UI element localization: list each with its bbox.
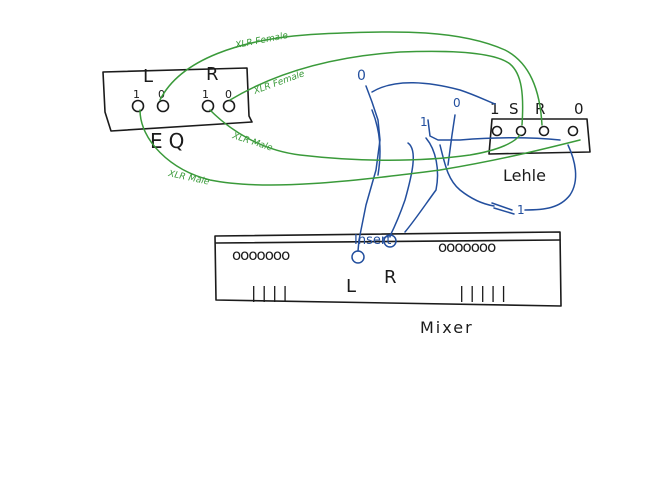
insert-cable-right-split xyxy=(404,137,439,233)
lehle-port-label-1: 1 xyxy=(490,100,500,118)
lehle-jack-r xyxy=(538,125,550,137)
lehle-port-label-0: 0 xyxy=(574,100,584,118)
eq-channel-left-label: L xyxy=(143,66,153,87)
mixer-insert-right-label: R xyxy=(384,267,397,288)
eq-left-input-jack xyxy=(131,99,145,113)
mixer-label: Mixer xyxy=(420,318,474,337)
plug-top-0-label: 0 xyxy=(357,68,366,84)
mixer-faders-left: | | | | xyxy=(251,283,288,302)
lehle-out-plug xyxy=(491,202,515,215)
lehle-out-cable xyxy=(524,144,577,211)
lehle-jack-1 xyxy=(491,125,503,137)
eq-left-port-0-label: 0 xyxy=(158,88,165,101)
xlr-female-top-label: XLR Female xyxy=(234,31,290,51)
insert-cables: 0 1 0 1 xyxy=(357,68,577,252)
xlr-male-low-cable xyxy=(139,109,581,186)
eq-channel-right-label: R xyxy=(206,64,219,85)
mixer-box xyxy=(214,231,562,307)
insert-cable-to-lehle-1 xyxy=(371,82,496,105)
lehle-jack-s xyxy=(515,125,527,137)
eq-left-output-jack xyxy=(156,99,170,113)
mixer-faders-right: | | | | | xyxy=(459,283,506,302)
eq-left-port-1-label: 1 xyxy=(133,88,140,101)
lehle-label: Lehle xyxy=(503,166,546,185)
xlr-female-mid-label: XLR Female xyxy=(252,69,307,97)
mixer-knobs-right: ooooooo xyxy=(438,238,496,256)
xlr-male-mid-cable xyxy=(209,109,521,161)
xlr-male-mid-label: XLR Male xyxy=(230,131,274,154)
mixer-knobs-left: ooooooo xyxy=(232,246,290,264)
insert-cable-left xyxy=(357,85,381,252)
mixer-insert-label: Insert xyxy=(354,233,391,248)
insert-cable-mid xyxy=(439,144,495,207)
eq-right-output-jack xyxy=(222,99,236,113)
insert-cable-plug-1 xyxy=(427,119,561,141)
eq-right-port-1-label: 1 xyxy=(202,88,209,101)
lehle-output-1-label: 1 xyxy=(517,203,525,217)
mixer-insert-left-jack xyxy=(351,250,365,264)
blue-plug-1-label: 1 xyxy=(420,115,428,129)
lehle-jack-0 xyxy=(567,125,579,137)
lehle-unit: 1 S R 0 Lehle xyxy=(488,100,591,185)
eq-box xyxy=(102,67,253,132)
mixer-inner-line xyxy=(215,239,561,244)
blue-plug-0-label: 0 xyxy=(453,96,461,110)
insert-cable-left-return xyxy=(371,109,381,176)
xlr-female-top-cable xyxy=(159,31,543,126)
insert-cable-right xyxy=(389,142,415,237)
eq-right-input-jack xyxy=(201,99,215,113)
xlr-female-mid-cable xyxy=(229,50,524,126)
mixer-insert-left-label: L xyxy=(346,276,356,297)
lehle-box xyxy=(488,118,591,155)
eq-unit: L R 1 0 1 0 EQ xyxy=(102,64,253,153)
eq-right-port-0-label: 0 xyxy=(225,88,232,101)
mixer-unit: ooooooo ooooooo | | | | | | | | | Insert… xyxy=(214,231,562,337)
lehle-port-label-s: S xyxy=(509,100,519,118)
